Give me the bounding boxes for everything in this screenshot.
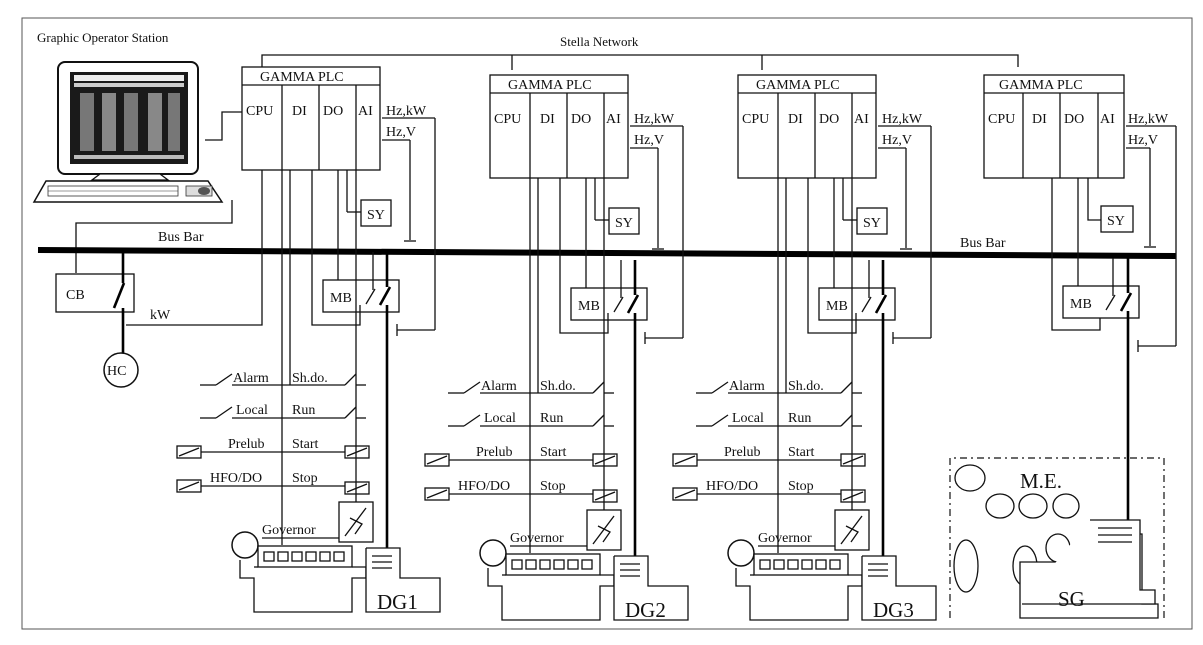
sy-box	[608, 207, 640, 235]
alarm-label: Alarm	[729, 379, 765, 394]
figure-frame	[21, 17, 1193, 630]
station-link	[205, 111, 242, 141]
kw-label: kW	[150, 308, 171, 323]
network-title: Stella Network	[560, 34, 639, 49]
mb-label: MB	[330, 291, 352, 306]
sg-label: SG	[1058, 587, 1085, 611]
sy-label: SY	[863, 216, 881, 231]
station-title: Graphic Operator Station	[37, 30, 169, 45]
shdo-label: Sh.do.	[788, 379, 824, 394]
plc-box	[241, 66, 381, 171]
plc4-meas1: Hz,kW	[1128, 112, 1169, 127]
plc-box	[489, 74, 629, 179]
alarm-label: Alarm	[481, 379, 517, 394]
cpu-label: CPU	[494, 112, 521, 127]
station-cb-link	[75, 200, 233, 273]
mb-label: MB	[826, 299, 848, 314]
me-label: M.E.	[1020, 469, 1062, 493]
ai-label: AI	[854, 112, 869, 127]
di-label: DI	[292, 104, 307, 119]
meas-hz-v: Hz,V	[634, 133, 664, 148]
governor-label: Governor	[758, 531, 812, 546]
dg-label: DG3	[873, 598, 914, 622]
plc-box	[737, 74, 877, 179]
prelub-label: Prelub	[228, 437, 265, 452]
shdo-label: Sh.do.	[540, 379, 576, 394]
hc-label: HC	[107, 364, 126, 379]
local-label: Local	[236, 403, 268, 418]
plc4-box	[983, 74, 1125, 179]
plc4-ai: AI	[1100, 112, 1115, 127]
generator-unit-clones: GAMMA PLC CPU DI DO AI Hz,kW Hz,V SY MB	[424, 74, 937, 622]
prelub-label: Prelub	[476, 445, 513, 460]
main-engine-unit: GAMMA PLC CPU DI DO AI Hz,kW Hz,V SY MB …	[949, 74, 1177, 619]
plc4-di: DI	[1032, 112, 1047, 127]
start-label: Start	[788, 445, 815, 460]
run-label: Run	[788, 411, 811, 426]
shdo-label: Sh.do.	[292, 371, 328, 386]
ai-label: AI	[358, 104, 373, 119]
plc-name: GAMMA PLC	[756, 78, 840, 93]
bus-bar-label-left: Bus Bar	[158, 230, 204, 245]
stella-network-line	[261, 54, 1019, 67]
sy-label: SY	[367, 208, 385, 223]
bus-bar-label-right: Bus Bar	[960, 236, 1006, 251]
start-label: Start	[540, 445, 567, 460]
generator-unit-dg1: GAMMA PLC CPU DI DO AI Hz,kW Hz,V SY MB	[176, 66, 441, 614]
plc4-sy: SY	[1107, 214, 1125, 229]
governor-label: Governor	[510, 531, 564, 546]
stop-label: Stop	[540, 479, 566, 494]
plc4-mb: MB	[1070, 297, 1092, 312]
mb-label: MB	[578, 299, 600, 314]
cb-label: CB	[66, 288, 85, 303]
ai-label: AI	[606, 112, 621, 127]
local-label: Local	[732, 411, 764, 426]
plc4-meas2: Hz,V	[1128, 133, 1158, 148]
prelub-label: Prelub	[724, 445, 761, 460]
generator-unit-dg3: GAMMA PLC CPU DI DO AI Hz,kW Hz,V SY MB	[672, 74, 937, 622]
plc4-name: GAMMA PLC	[999, 78, 1083, 93]
local-label: Local	[484, 411, 516, 426]
do-label: DO	[819, 112, 839, 127]
operator-station	[32, 61, 224, 203]
plc4-cpu: CPU	[988, 112, 1015, 127]
dg-label: DG2	[625, 598, 666, 622]
plc4-do: DO	[1064, 112, 1084, 127]
generator-unit-dg2: GAMMA PLC CPU DI DO AI Hz,kW Hz,V SY MB	[424, 74, 689, 622]
run-label: Run	[540, 411, 563, 426]
start-label: Start	[292, 437, 319, 452]
dg-label: DG1	[377, 590, 418, 614]
governor-label: Governor	[262, 523, 316, 538]
run-label: Run	[292, 403, 315, 418]
meas-hz-kw: Hz,kW	[634, 112, 675, 127]
stop-label: Stop	[292, 471, 318, 486]
meas-hz-kw: Hz,kW	[882, 112, 923, 127]
meas-hz-kw: Hz,kW	[386, 104, 427, 119]
stop-label: Stop	[788, 479, 814, 494]
do-label: DO	[323, 104, 343, 119]
harbour-branch: CB HC kW	[55, 170, 263, 388]
alarm-label: Alarm	[233, 371, 269, 386]
meas-hz-v: Hz,V	[386, 125, 416, 140]
cpu-label: CPU	[246, 104, 273, 119]
sy-box	[360, 199, 392, 227]
sy-label: SY	[615, 216, 633, 231]
sy-box	[856, 207, 888, 235]
bus-bar	[37, 247, 1177, 259]
fuel-label: HFO/DO	[706, 479, 758, 494]
fuel-label: HFO/DO	[458, 479, 510, 494]
di-label: DI	[540, 112, 555, 127]
fuel-label: HFO/DO	[210, 471, 262, 486]
plc-name: GAMMA PLC	[260, 70, 344, 85]
do-label: DO	[571, 112, 591, 127]
cpu-label: CPU	[742, 112, 769, 127]
meas-hz-v: Hz,V	[882, 133, 912, 148]
di-label: DI	[788, 112, 803, 127]
hc-circle	[103, 352, 139, 388]
plc-name: GAMMA PLC	[508, 78, 592, 93]
